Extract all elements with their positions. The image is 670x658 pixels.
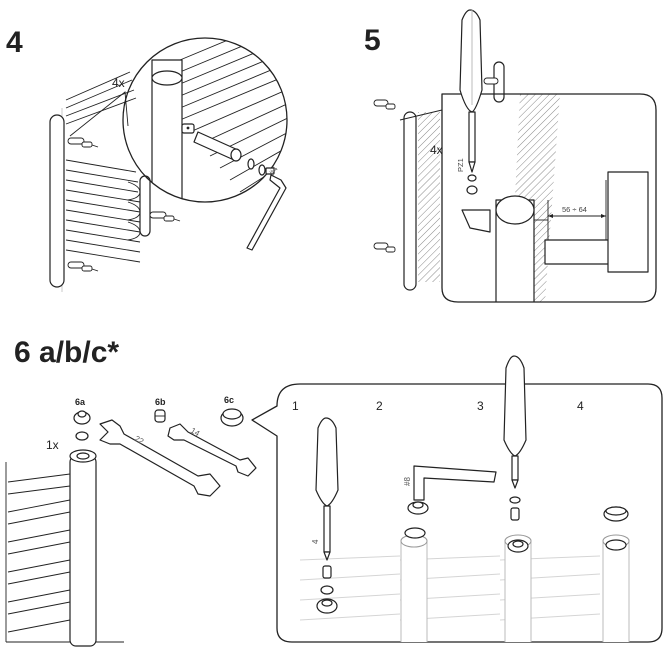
hex-key-sub2 (413, 465, 497, 501)
step-4-qty: 4x (112, 76, 125, 90)
dimension-line (547, 180, 607, 240)
hex-key-step4 (246, 174, 287, 251)
part-6a-label: 6a (75, 397, 86, 407)
sub-step-4-illustration (603, 506, 629, 551)
step-4: 4 (6, 26, 288, 292)
towel-rail-step5 (373, 61, 505, 291)
distance-range: 56 ÷ 64 (562, 205, 587, 214)
step-6: 6 a/b/c* 6a 6b 6c 1x 22 14 (5, 336, 663, 647)
step-5-qty: 4x (430, 143, 443, 157)
detail-panel-step6: 1 2 3 4 4 #8 (251, 355, 663, 643)
bracket-components (181, 123, 275, 176)
rail-upright (49, 114, 65, 288)
screwdriver-size: 4 (311, 539, 320, 544)
part-6b-label: 6b (155, 397, 166, 407)
wrench-small (167, 423, 257, 477)
screwdriver-bit: PZ1 (456, 158, 465, 172)
step-4-number: 4 (6, 26, 23, 59)
zoom-pointer-step4 (69, 91, 129, 137)
part-6c (220, 408, 244, 427)
sub-step-3: 3 (477, 399, 484, 413)
towel-rail-step4 (49, 71, 151, 292)
detail-panel-step5: 56 ÷ 64 PZ1 (441, 93, 657, 303)
sub-step-1-illustration (315, 417, 339, 614)
step-5-number: 5 (364, 24, 381, 57)
sub-step-4: 4 (577, 399, 584, 413)
hex-key-size-step4: #4 (267, 164, 280, 177)
screwdriver-sub1 (315, 417, 339, 507)
wall-brackets-step4 (67, 137, 181, 272)
part-6b (154, 409, 166, 423)
sub-step-2: 2 (376, 399, 383, 413)
step-6-qty: 1x (46, 438, 59, 452)
part-6c-label: 6c (224, 395, 234, 405)
screwdriver-sub3 (503, 355, 527, 457)
sub-step-3-illustration (503, 355, 529, 553)
sub-step-2-illustration (404, 465, 497, 539)
step-5: 5 4x (364, 9, 657, 303)
hex-key-size: #8 (403, 477, 412, 486)
wrench-large (99, 419, 221, 497)
screwdriver-step5 (459, 9, 483, 173)
pale-rails (299, 555, 601, 621)
step-6-number: 6 a/b/c* (14, 336, 119, 369)
sub-step-1: 1 (292, 399, 299, 413)
part-6a (73, 410, 91, 441)
towel-rail-step6 (5, 449, 124, 647)
